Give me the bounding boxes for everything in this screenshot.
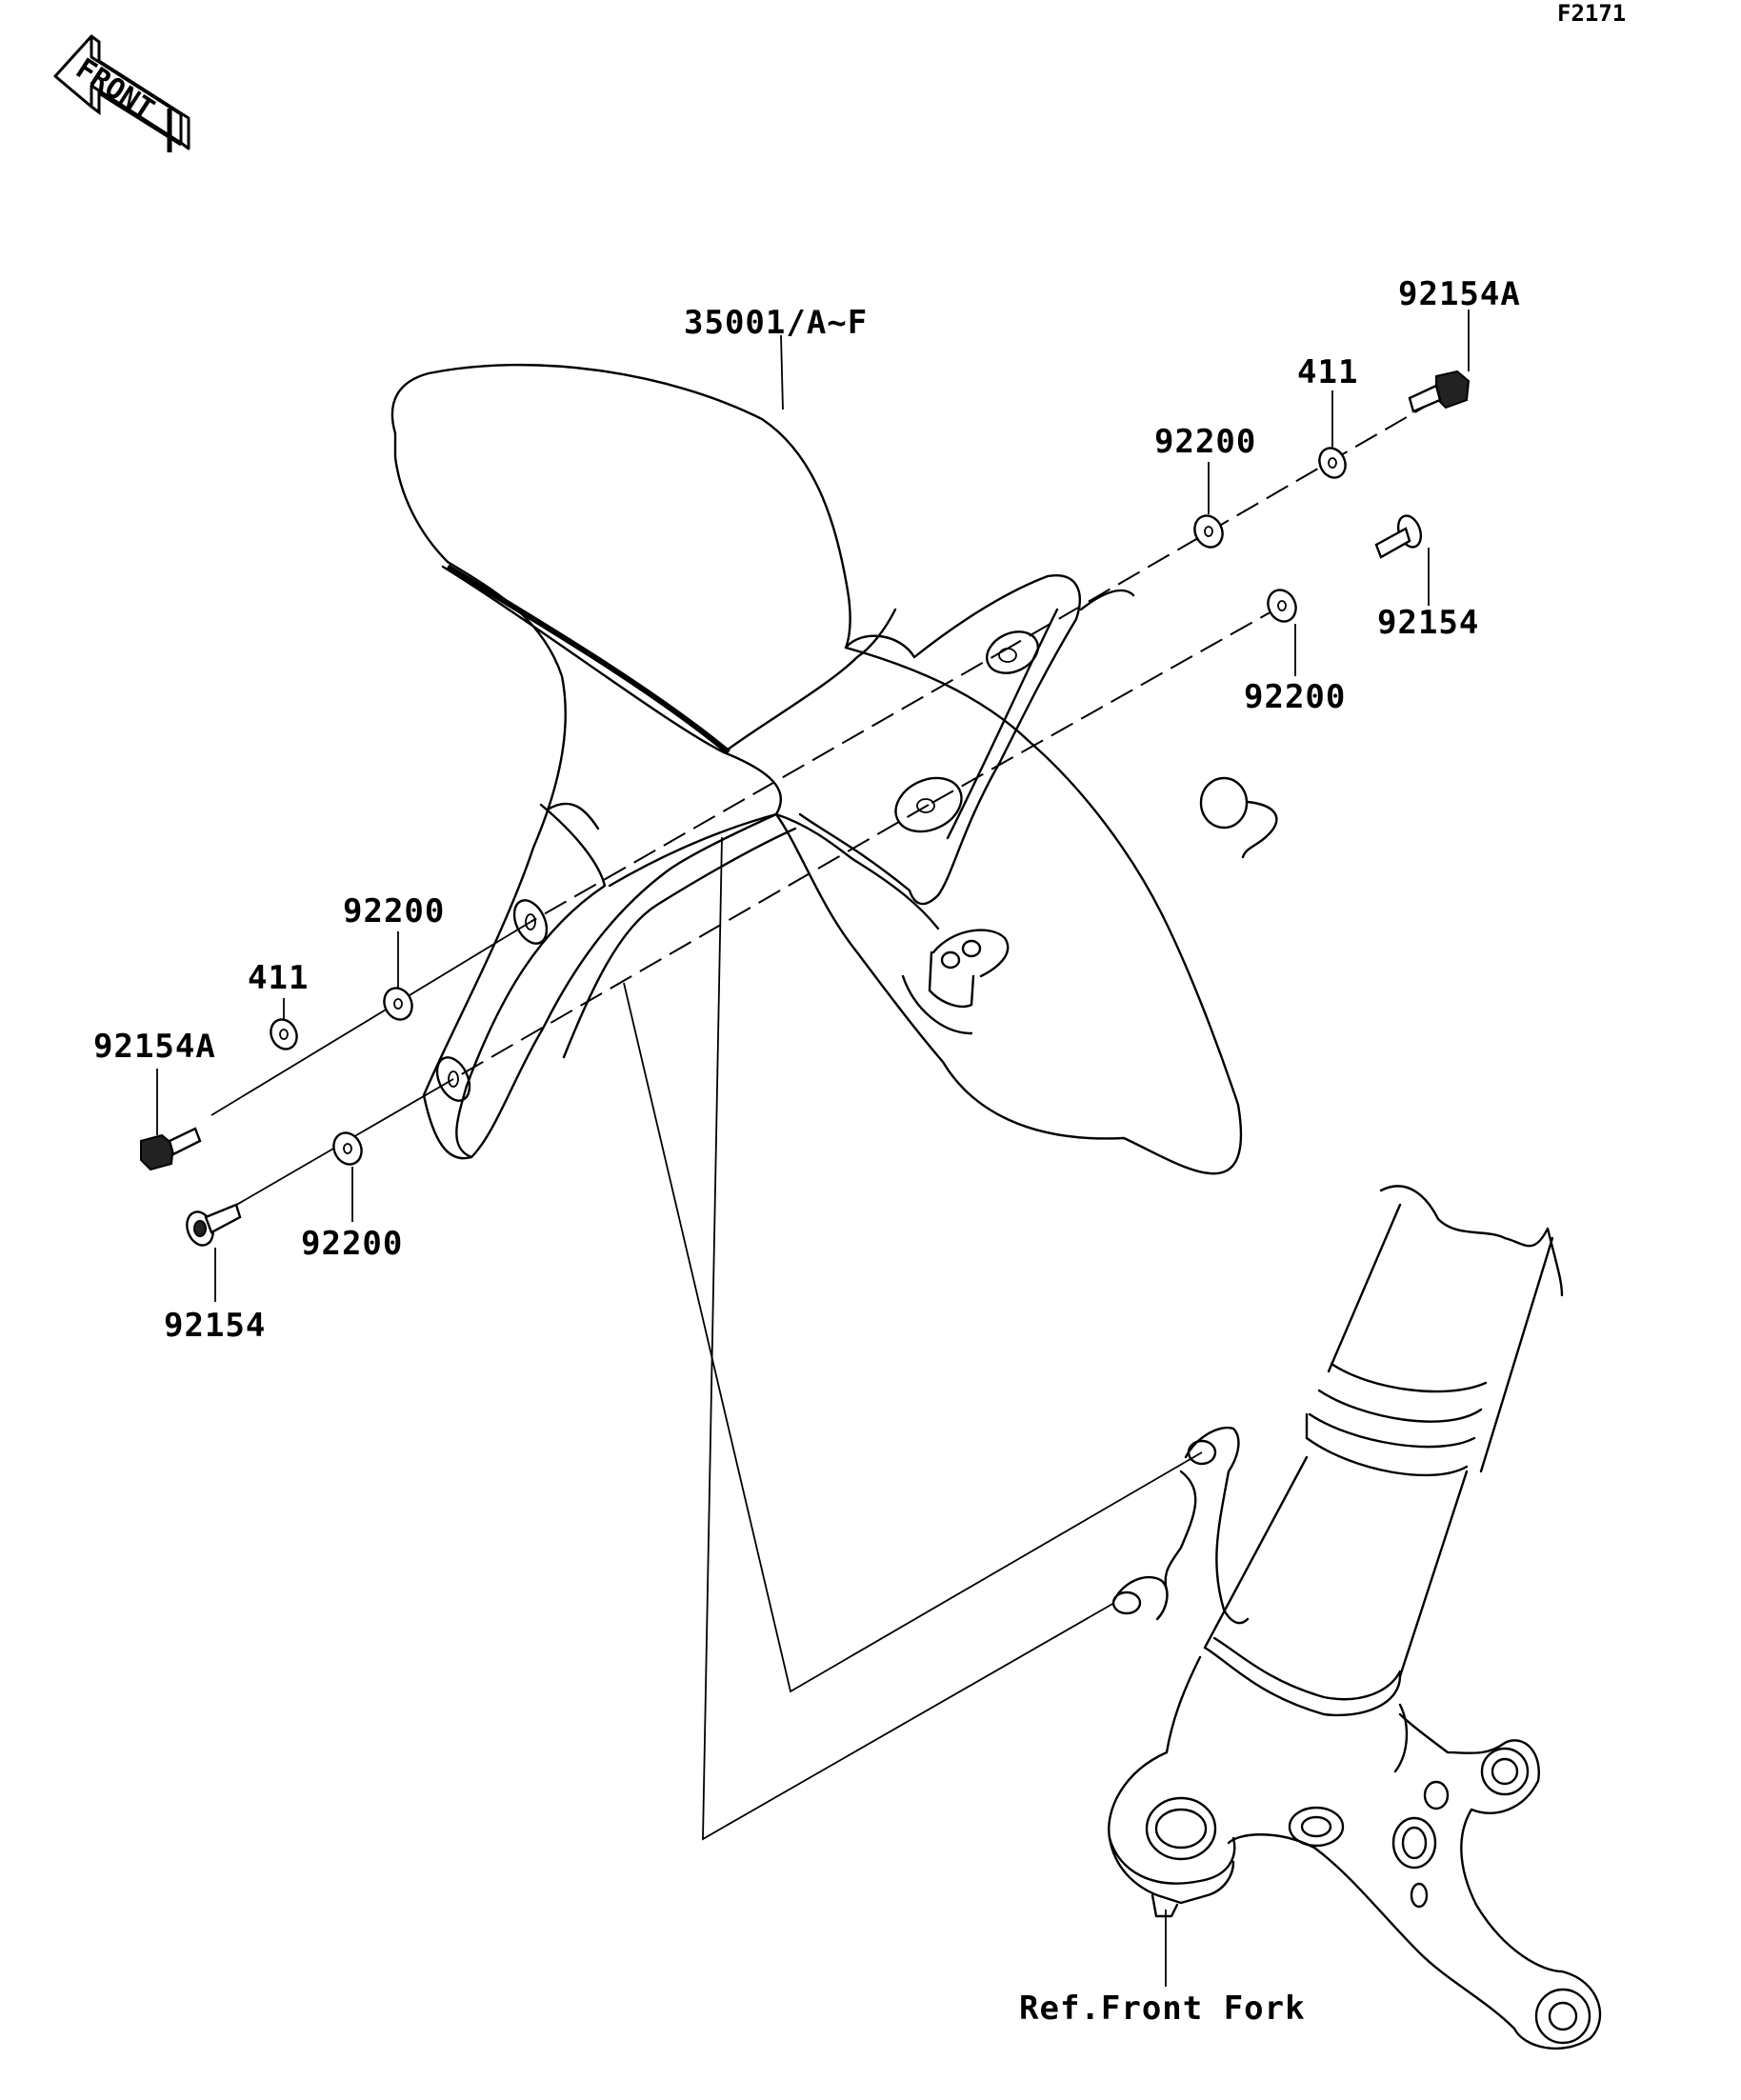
label-washer-92200-top: 92200 bbox=[1154, 423, 1256, 461]
washer-92200-right bbox=[1267, 589, 1297, 623]
label-washer-92200-left: 92200 bbox=[343, 892, 445, 930]
diagram-code: F2171 bbox=[1557, 0, 1626, 27]
label-bolt-92154a-top: 92154A bbox=[1398, 275, 1521, 313]
washer-92200-bottom bbox=[332, 1131, 363, 1166]
label-bolt-92154a-left: 92154A bbox=[93, 1028, 216, 1066]
label-bolt-92154-right: 92154 bbox=[1377, 604, 1479, 642]
leader-lines bbox=[210, 399, 1437, 1841]
washer-92200-left bbox=[383, 987, 413, 1021]
label-collar-411-top: 411 bbox=[1297, 353, 1358, 391]
callout-lines bbox=[156, 310, 1470, 1987]
collar-411-top bbox=[1318, 447, 1347, 479]
collar-411-left bbox=[270, 1018, 298, 1050]
label-washer-92200-bottom: 92200 bbox=[301, 1225, 403, 1263]
label-bolt-92154-bottom: 92154 bbox=[164, 1307, 266, 1345]
bolt-92154-right bbox=[1374, 514, 1423, 559]
label-washer-92200-right: 92200 bbox=[1244, 678, 1346, 716]
front-label: FRONT bbox=[70, 52, 160, 128]
bolt-92154a-left bbox=[140, 1127, 202, 1171]
front-fork bbox=[1108, 1185, 1602, 2050]
label-ref-front-fork: Ref.Front Fork bbox=[1019, 1990, 1306, 2028]
front-direction-arrow-icon: FRONT bbox=[53, 34, 190, 152]
washer-92200-top bbox=[1193, 514, 1224, 549]
bolt-92154a-top bbox=[1408, 370, 1471, 413]
front-fender bbox=[390, 363, 1278, 1175]
label-collar-411-left: 411 bbox=[248, 959, 309, 997]
bolt-92154-bottom bbox=[186, 1203, 242, 1247]
label-fender: 35001/A~F bbox=[684, 304, 868, 342]
